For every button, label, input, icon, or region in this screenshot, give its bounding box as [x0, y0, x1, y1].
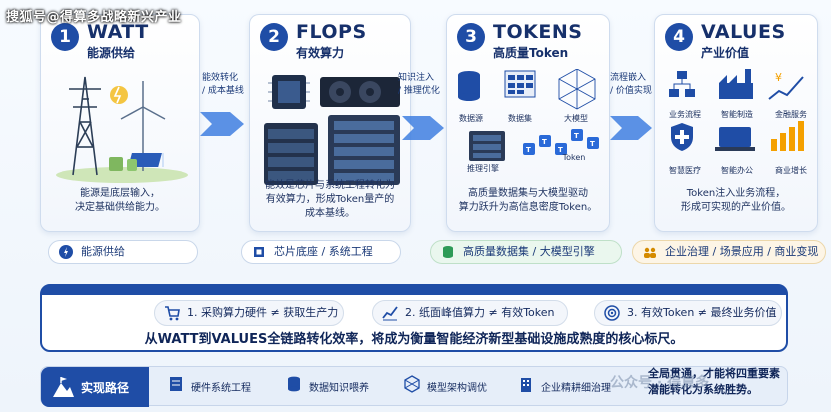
transition-label-2: 知识注入/ 推理优化 — [398, 73, 440, 96]
server-rack-icon — [264, 123, 318, 185]
svg-text:T: T — [574, 132, 579, 140]
workflow-icon — [669, 71, 695, 97]
label-inference-engine: 推理引擎 — [467, 164, 499, 173]
stage-number: 4 — [665, 23, 693, 51]
svg-text:T: T — [526, 146, 531, 154]
stage-title: VALUES — [701, 21, 786, 43]
chevron-right-icon — [610, 116, 652, 140]
label-smart-manufacturing: 智能制造 — [721, 110, 753, 119]
team-icon — [644, 247, 656, 258]
implementation-path-bar: 实现路径 硬件系统工程 数据知识喂养 模型架构调优 企业精耕细治理 — [40, 366, 788, 407]
chevron-right-icon — [200, 112, 244, 136]
path-item-hardware: 硬件系统工程 — [170, 377, 251, 394]
label-data-source: 数据源 — [459, 114, 483, 123]
neural-network-icon — [558, 69, 596, 110]
stage-card-tokens: 3 TOKENS 高质量Token T T T T T 数据源 数据集 大模型 推理引擎… — [446, 14, 610, 232]
power-grid-illustration — [56, 76, 188, 183]
inequality-item: 1. 采购算力硬件 ≠ 获取生产力 — [154, 300, 344, 326]
label-business-process: 业务流程 — [669, 110, 701, 119]
factory-icon — [719, 69, 753, 99]
stage-card-watt: 1 WATT 能源供给 能源是底层输入，决定基础供给能力。 — [40, 14, 200, 232]
stage-subtitle: 高质量Token — [493, 46, 569, 60]
dataset-icon — [504, 70, 536, 98]
stage-pill-chip: 芯片底座 / 系统工程 — [241, 240, 401, 264]
medical-shield-icon — [671, 123, 693, 151]
server-icon — [170, 377, 182, 391]
inequality-item: 3. 有效Token ≠ 最终业务价值 — [594, 300, 782, 326]
target-icon — [604, 305, 620, 321]
stage-card-flops: 2 FLOPS 有效算力 能效是芯片与系统工程转化为有效算力，形成Token量产… — [249, 14, 411, 232]
label-large-model: 大模型 — [564, 114, 588, 123]
core-insight-band: 1. 采购算力硬件 ≠ 获取生产力 2. 纸面峰值算力 ≠ 有效Token 3.… — [40, 284, 788, 352]
transition-label-3: 流程嵌入/ 价值实现 — [610, 73, 652, 96]
path-item-model: 模型架构调优 — [404, 375, 487, 394]
inference-server-icon — [469, 131, 505, 161]
gpu-card-icon — [320, 77, 400, 107]
network-icon — [404, 375, 420, 393]
database-icon — [288, 376, 300, 392]
svg-text:T: T — [558, 146, 563, 154]
stage-number: 2 — [260, 23, 288, 51]
shopping-cart-icon — [165, 306, 180, 321]
line-chart-icon — [382, 306, 398, 321]
stage-description: 能效是芯片与系统工程转化为有效算力，形成Token量产的成本基线。 — [265, 180, 395, 219]
chip-icon — [268, 75, 310, 109]
token-cube-icon — [523, 129, 599, 155]
svg-text:¥: ¥ — [775, 71, 782, 84]
stage-pill-dataset: 高质量数据集 / 大模型引擎 — [430, 240, 622, 264]
svg-text:T: T — [590, 140, 595, 148]
label-dataset: 数据集 — [508, 114, 532, 123]
transmission-tower-icon — [69, 76, 101, 176]
path-item-governance: 企业精耕细治理 — [521, 378, 611, 394]
chip-icon — [254, 247, 264, 257]
label-business-growth: 商业增长 — [775, 166, 807, 175]
label-smart-office: 智能办公 — [721, 166, 753, 175]
svg-text:T: T — [542, 138, 547, 146]
path-item-data: 数据知识喂养 — [288, 376, 369, 394]
watermark: 搜狐号@得算多战略新兴产业 — [6, 10, 182, 25]
overlay-watermark: 公众号 · 得算多 — [610, 375, 710, 391]
server-cabinet-icon — [328, 115, 400, 185]
building-icon — [521, 378, 531, 392]
lightning-icon — [59, 245, 73, 259]
database-icon — [443, 246, 453, 258]
path-heading: 实现路径 — [41, 367, 149, 407]
label-smart-healthcare: 智慧医疗 — [669, 166, 701, 175]
stage-card-values: 4 VALUES 产业价值 ¥ 业务流程 智能制造 金融服务 智慧医疗 智能办公… — [654, 14, 818, 232]
office-laptop-icon — [715, 127, 755, 151]
stage-description: 能源是底层输入，决定基础供给能力。 — [75, 188, 165, 213]
chevron-right-icon — [402, 116, 444, 140]
label-financial-services: 金融服务 — [775, 110, 807, 119]
stage-subtitle: 有效算力 — [296, 46, 345, 60]
label-token: Token — [562, 153, 586, 162]
transition-label-1: 能效转化/ 成本基线 — [202, 73, 244, 96]
stage-number: 1 — [51, 23, 79, 51]
mountain-flag-icon — [53, 377, 74, 397]
lightning-bulb-icon — [110, 86, 128, 104]
stage-title: TOKENS — [493, 21, 583, 43]
stage-title: FLOPS — [296, 21, 367, 43]
stage-title: WATT — [87, 21, 149, 43]
compute-hardware-illustration — [264, 75, 400, 185]
stage-description: Token注入业务流程，形成可实现的产业价值。 — [681, 188, 791, 213]
stage-subtitle: 能源供给 — [87, 46, 136, 60]
stage-number: 3 — [457, 23, 485, 51]
inequality-item: 2. 纸面峰值算力 ≠ 有效Token — [372, 300, 568, 326]
core-statement: 从WATT到VALUES全链路转化效率，将成为衡量智能经济新型基础设施成熟度的核… — [144, 332, 684, 347]
stage-pill-governance: 企业治理 / 场景应用 / 商业变现 — [632, 240, 826, 264]
stage-pill-energy: 能源供给 — [48, 240, 198, 264]
token-flow-illustration: T T T T T — [458, 69, 599, 161]
industry-value-illustration: ¥ — [669, 69, 804, 151]
finance-chart-icon: ¥ — [768, 71, 804, 100]
stage-subtitle: 产业价值 — [701, 46, 750, 60]
path-conclusion: 全局贯通，才能将四重要素潜能转化为系统胜势。 — [648, 367, 780, 396]
growth-chart-icon — [771, 121, 804, 151]
database-icon — [458, 71, 480, 101]
stage-description: 高质量数据集与大模型驱动算力跃升为高信息密度Token。 — [458, 188, 598, 213]
